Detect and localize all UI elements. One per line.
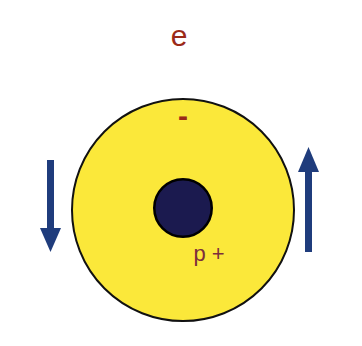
proton-label: p + [193,243,224,265]
electron-label: e [171,21,188,51]
down-arrow [40,160,61,252]
nucleus-circle-outline [153,178,213,238]
electron-sign: - [178,101,188,131]
up-arrow [298,147,319,252]
atom-circle: - p + [71,98,295,322]
nucleus-circle: p + [153,178,213,238]
